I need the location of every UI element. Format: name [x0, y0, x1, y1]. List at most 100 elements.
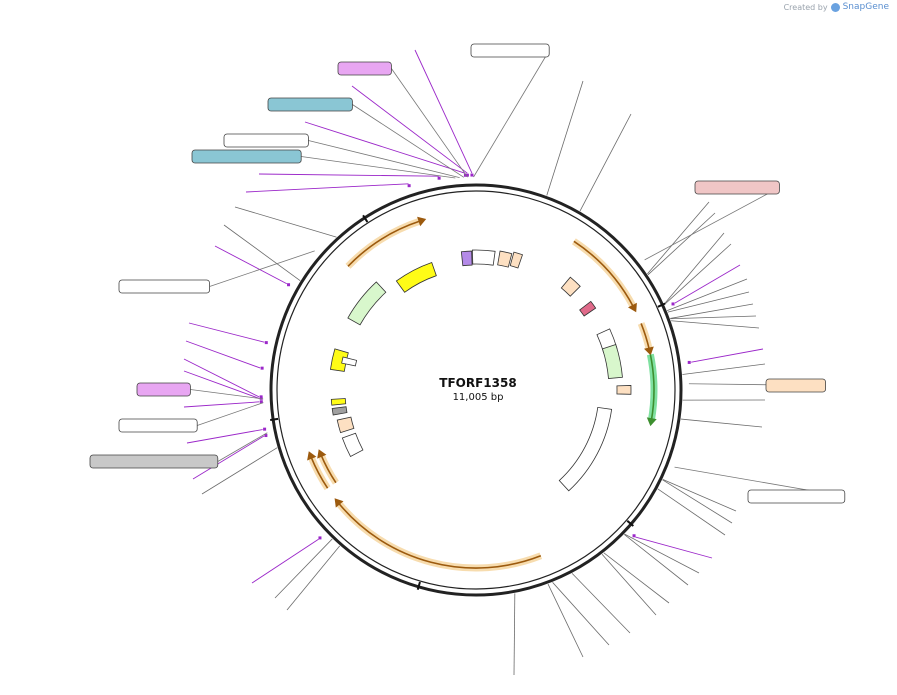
- primer-sv40pa-r-marker: [264, 434, 268, 438]
- site-bspei-leader: [670, 303, 754, 319]
- primer-pbr322ori-f-marker: [407, 184, 411, 188]
- orf-arc-arrowhead-icon: [334, 498, 344, 508]
- primer-puro-f-leader: [691, 348, 764, 363]
- primer-wpre-r-marker: [318, 536, 322, 540]
- feature-t3-promoter-leader: [473, 50, 550, 178]
- credit-prefix: Created by: [783, 2, 828, 12]
- inner-backbone-circle: [276, 190, 676, 590]
- outer-labels: [89, 43, 846, 504]
- feature-ef-1-promoter-box: [747, 489, 846, 504]
- primer-ef1a-f-marker: [632, 534, 636, 538]
- primer-ebv-rev-leader: [186, 429, 263, 444]
- site-kfli-ppumi-leader: [647, 201, 710, 275]
- primer-amp-r-leader: [214, 245, 288, 285]
- primer-m13-forward-leader: [183, 370, 260, 399]
- orf-arc-line: [649, 354, 655, 421]
- feature-lac-promoter-leader: [308, 140, 460, 179]
- feature-gp41-peptide-box: [694, 180, 780, 195]
- primer-f1ori-f-marker: [264, 341, 268, 345]
- site-hpai-leader: [682, 363, 766, 375]
- primer-amp-r-marker: [287, 283, 291, 287]
- site-bsabi-leader: [601, 553, 657, 616]
- primer-m13-reverse-leader: [351, 85, 468, 174]
- feature-block: [347, 281, 387, 326]
- site-acc65i-leader: [663, 232, 725, 305]
- site-scai-leader: [223, 224, 301, 282]
- primer-m13-puc-forward-leader: [183, 358, 260, 398]
- primer-puro-r-marker: [671, 302, 675, 306]
- feature-t7-promoter-leader: [197, 402, 264, 426]
- site-absi-leader: [603, 552, 670, 604]
- feature-block: [471, 249, 496, 266]
- map-name: TFORF1358: [439, 376, 516, 390]
- orf-arc-arrowhead-icon: [317, 449, 327, 459]
- site-nhei-leader: [624, 533, 700, 574]
- site-nrui-leader: [546, 80, 584, 196]
- feature-lac-operator-leader: [352, 104, 465, 178]
- primer-f1ori-r-leader: [185, 340, 261, 369]
- feature-cap-binding-site-box: [191, 149, 302, 164]
- orf-arc-arrowhead-icon: [307, 451, 317, 461]
- feature-sv40-poly-a-signal-leader: [217, 432, 268, 462]
- feature-t7-promoter-box: [118, 418, 198, 433]
- orf-arc-arrowhead-icon: [644, 346, 654, 356]
- feature-block: [330, 398, 347, 406]
- tick-marks: [270, 214, 666, 590]
- feature-lac-operator-box: [267, 97, 353, 112]
- feature-cppt-cts-box: [765, 378, 826, 393]
- site-ahdi-leader: [234, 206, 337, 238]
- primer-pbr322ori-f-leader: [245, 183, 409, 193]
- site-bsiwi-leader: [667, 291, 750, 313]
- orf-arc-arrowhead-icon: [646, 417, 657, 427]
- credit-brand: SnapGene: [842, 2, 889, 12]
- feature-block: [579, 300, 597, 317]
- map-length: 11,005 bp: [453, 392, 504, 403]
- feature-block: [341, 356, 358, 367]
- site-xcmi-leader: [547, 583, 584, 658]
- primer-f1ori-f-leader: [188, 322, 265, 343]
- primer-t3-leader: [414, 49, 473, 174]
- tick-mark: [416, 581, 421, 590]
- feature-cap-binding-site-leader: [301, 156, 456, 179]
- orf-arc-arrowhead-icon: [628, 302, 637, 313]
- tick-mark: [626, 520, 634, 527]
- feature-t3-promoter-box: [470, 43, 550, 58]
- feature-block: [616, 385, 632, 395]
- site-mlui-leader: [274, 538, 333, 599]
- site-bstbi-leader: [571, 573, 631, 634]
- credit: Created by SnapGene: [784, 2, 889, 12]
- orf-arcs: [307, 216, 658, 572]
- feature-sv40-poly-a-signal-box: [89, 454, 219, 469]
- site-fsei-leader: [657, 488, 726, 536]
- site-snabi-leader: [201, 447, 278, 495]
- feature-m13-rev-box: [337, 61, 392, 76]
- site-blpi-leader: [552, 582, 610, 646]
- primer-wpre-r-leader: [251, 538, 319, 584]
- feature-block: [560, 276, 581, 297]
- orf-arc-line: [337, 502, 542, 569]
- site-bsteii-leader: [671, 320, 760, 329]
- orf-arc-arrowhead-icon: [417, 216, 427, 227]
- feature-block: [395, 261, 437, 293]
- feature-block: [601, 343, 623, 379]
- feature-block: [460, 250, 473, 267]
- primer-t7-leader: [183, 401, 260, 408]
- primer-sv40pa-r-leader: [192, 435, 265, 480]
- site-kpni-leader: [664, 243, 732, 305]
- tick-mark: [657, 302, 666, 308]
- feature-block: [497, 250, 513, 268]
- feature-ampr-promoter-leader: [209, 250, 315, 287]
- site-pspomi-leader: [662, 478, 737, 512]
- site-bmti-leader: [624, 534, 689, 586]
- primer-m13-puc-reverse-marker: [463, 173, 467, 177]
- feature-lac-promoter-box: [223, 133, 309, 148]
- feature-ampr-promoter-box: [118, 279, 210, 294]
- site-pflfi-tth111i-leader: [667, 278, 748, 311]
- primer-t7-marker: [259, 400, 263, 404]
- orf-arc-line: [347, 220, 421, 267]
- primer-m13-reverse-marker: [465, 173, 469, 177]
- primer-t3-marker: [470, 173, 474, 177]
- site-noti-leader: [579, 113, 632, 212]
- tick-mark: [270, 417, 279, 422]
